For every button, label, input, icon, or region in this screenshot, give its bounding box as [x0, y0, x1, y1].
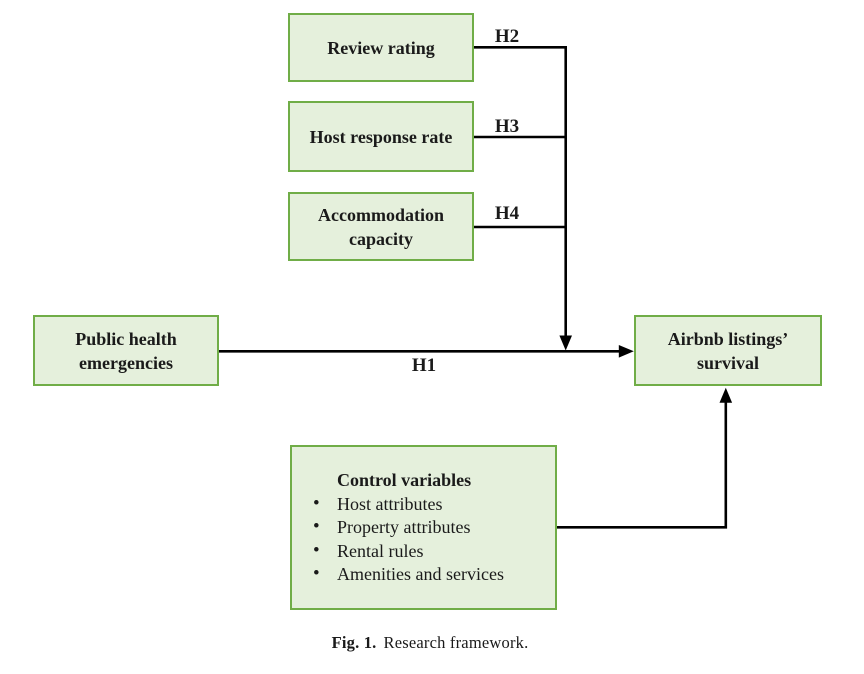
- control-variables-item: Rental rules: [313, 539, 545, 564]
- arrowhead-up-icon: [719, 387, 733, 403]
- control-variables-item: Host attributes: [313, 492, 545, 517]
- control-variables-title: Control variables: [337, 470, 472, 490]
- arrowhead-down-icon: [559, 335, 572, 351]
- hypothesis-label-h1: H1: [411, 355, 437, 376]
- arrowhead-right-icon: [618, 345, 634, 358]
- node-control-variables: Control variables Host attributes Proper…: [290, 445, 557, 610]
- hypothesis-label-h3: H3: [494, 116, 520, 137]
- node-review-rating: Review rating: [288, 13, 474, 82]
- node-host-response-rate: Host response rate: [288, 101, 474, 172]
- node-accommodation-capacity: Accommodation capacity: [288, 192, 474, 261]
- hypothesis-label-h4: H4: [494, 203, 520, 224]
- hypothesis-label-h2: H2: [494, 26, 520, 47]
- connector-control: [557, 401, 728, 529]
- control-variables-list: Host attributes Property attributes Rent…: [313, 492, 545, 587]
- control-variables-item: Property attributes: [313, 515, 545, 540]
- control-variables-item: Amenities and services: [313, 562, 545, 587]
- figure-caption-text: Research framework.: [383, 633, 529, 652]
- node-airbnb-listings-survival: Airbnb listings’ survival: [634, 315, 822, 386]
- figure-caption: Fig. 1. Research framework.: [0, 632, 860, 654]
- figure-caption-number: Fig. 1.: [331, 633, 377, 652]
- node-public-health-emergencies: Public health emergencies: [33, 315, 219, 386]
